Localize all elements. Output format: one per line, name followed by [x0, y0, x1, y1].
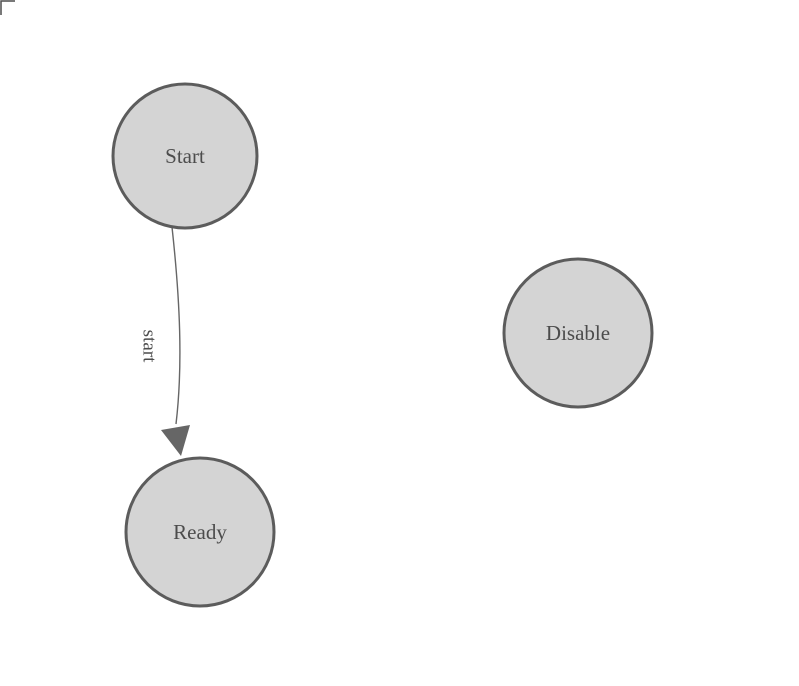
- arrowhead-icon: [161, 425, 190, 456]
- transition-label: start: [139, 330, 160, 363]
- state-node-circle[interactable]: [111, 82, 259, 230]
- state-node-ready[interactable]: Ready: [124, 456, 276, 608]
- transition-edge-line[interactable]: [171, 226, 181, 425]
- state-node-start[interactable]: Start: [111, 82, 259, 230]
- state-node-disable[interactable]: Disable: [502, 257, 654, 409]
- transition-start-to-ready[interactable]: start: [139, 226, 191, 456]
- state-node-label: Start: [165, 144, 205, 168]
- state-node-label: Ready: [173, 520, 227, 544]
- state-node-circle[interactable]: [502, 257, 654, 409]
- state-node-label: Disable: [546, 321, 610, 345]
- state-node-circle[interactable]: [124, 456, 276, 608]
- canvas-origin-mark: [0, 0, 15, 15]
